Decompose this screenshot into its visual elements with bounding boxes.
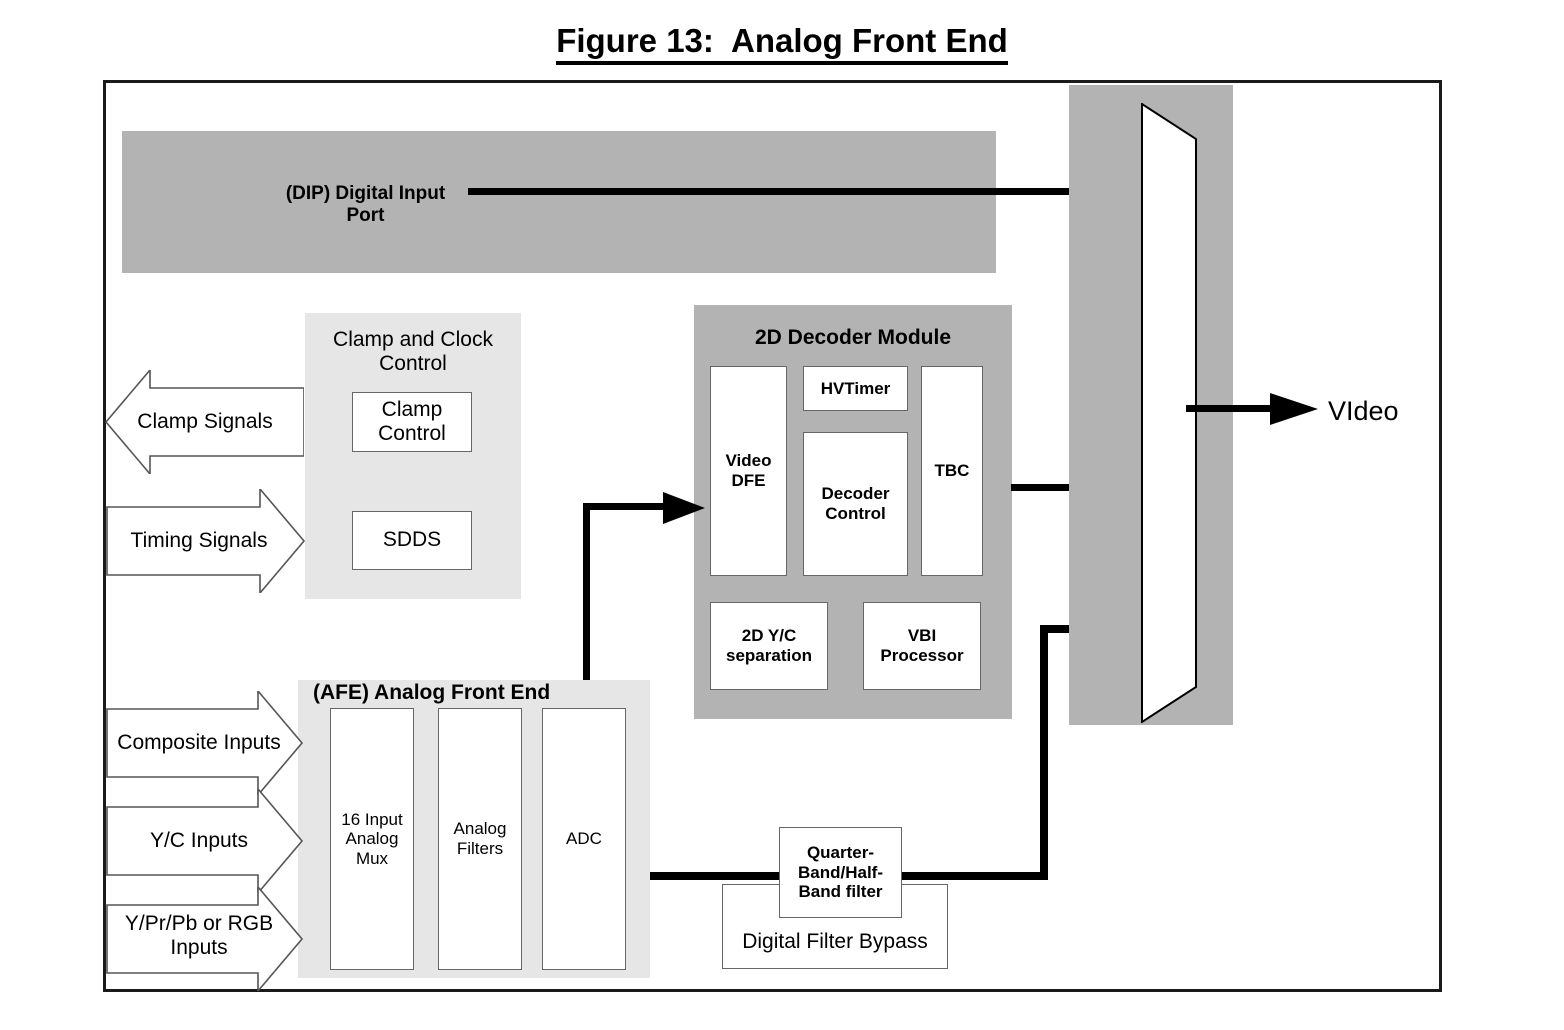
video-dfe-line2: DFE: [731, 471, 766, 490]
mux-output-wire: [1186, 405, 1286, 412]
vbi-processor-line1: VBI: [907, 626, 937, 646]
analog-filters-block: Analog Filters: [438, 708, 522, 970]
vbi-processor-line2: Processor: [880, 646, 964, 665]
timing-signals-arrow: [106, 489, 306, 593]
yc-separation-block: 2D Y/C separation: [710, 602, 828, 690]
ypbpr-rgb-inputs-label: Y/Pr/Pb or RGB Inputs: [104, 908, 294, 964]
filter-to-mux-horizontal-lower-wire: [902, 872, 1048, 880]
analog-mux-line2: Analog: [345, 829, 399, 849]
dip-to-mux-wire: [468, 188, 1116, 195]
dip-block: [122, 131, 996, 273]
analog-mux-block: 16 Input Analog Mux: [330, 708, 414, 970]
qb-hb-filter-line3: Band filter: [798, 882, 883, 902]
qb-hb-filter-line2: Band/Half-: [798, 862, 883, 882]
hvtimer-block: HVTimer: [803, 366, 908, 411]
clamp-signals-label: Clamp Signals: [137, 409, 273, 433]
adc-block: ADC: [542, 708, 626, 970]
clamp-clock-title-line2: Control: [379, 352, 447, 375]
qb-hb-filter-line1: Quarter-: [806, 843, 875, 863]
decoder-control-line1: Decoder: [821, 484, 890, 504]
decoder-control-block: Decoder Control: [803, 432, 908, 576]
digital-filter-bypass-label: Digital Filter Bypass: [742, 929, 928, 953]
analog-filters-line1: Analog: [453, 819, 507, 839]
sdds-block: SDDS: [352, 511, 472, 570]
clamp-clock-title-line1: Clamp and Clock: [333, 327, 493, 351]
sdds-label: SDDS: [382, 528, 442, 552]
adc-to-dfe-arrowhead: [663, 492, 705, 524]
clamp-control-line2: Control: [378, 422, 446, 445]
filter-to-mux-vertical-wire: [1040, 625, 1048, 880]
mux-output-arrowhead: [1270, 393, 1318, 425]
video-output-label: VIdeo: [1328, 396, 1399, 427]
tbc-to-mux-wire: [1011, 484, 1116, 491]
decoder-module-title: 2D Decoder Module: [754, 325, 952, 349]
clamp-clock-control-title: Clamp and Clock Control: [310, 327, 516, 377]
output-mux-shape: [1141, 103, 1197, 723]
figure-title: Figure 13: Analog Front End: [0, 22, 1564, 65]
afe-title: (AFE) Analog Front End: [313, 680, 551, 704]
adc-to-dfe-vertical-wire: [583, 503, 590, 719]
clamp-control-line1: Clamp: [381, 397, 443, 421]
dip-label-line1: (DIP) Digital Input: [285, 183, 446, 205]
analog-mux-line3: Mux: [355, 848, 389, 868]
video-dfe-block: Video DFE: [710, 366, 787, 576]
yc-inputs-label: Y/C Inputs: [149, 828, 249, 852]
tbc-block: TBC: [921, 366, 983, 576]
figure-title-text: Figure 13: Analog Front End: [556, 22, 1008, 65]
analog-mux-line1: 16 Input: [341, 809, 403, 829]
yc-separation-line1: 2D Y/C: [741, 626, 797, 646]
quarter-half-band-filter-block: Quarter- Band/Half- Band filter: [779, 827, 902, 918]
adc-label: ADC: [566, 829, 602, 849]
yc-separation-line2: separation: [726, 646, 812, 665]
ypbpr-rgb-inputs-arrow: [106, 887, 304, 991]
ypbpr-rgb-line2: Inputs: [170, 936, 228, 959]
analog-filters-line2: Filters: [456, 839, 504, 858]
tbc-label: TBC: [934, 461, 970, 481]
dip-label-line2: Port: [346, 205, 385, 226]
timing-signals-label: Timing Signals: [130, 528, 268, 552]
clamp-control-block: Clamp Control: [352, 392, 472, 452]
dip-label: (DIP) Digital Input Port: [248, 176, 483, 234]
yc-inputs-arrow: [106, 789, 304, 893]
composite-inputs-arrow: [106, 691, 304, 795]
hvtimer-label: HVTimer: [820, 378, 891, 398]
vbi-processor-block: VBI Processor: [863, 602, 981, 690]
decoder-control-line2: Control: [825, 504, 886, 523]
clamp-signals-arrow: [104, 370, 304, 474]
composite-inputs-label: Composite Inputs: [117, 730, 281, 754]
video-dfe-line1: Video: [725, 451, 772, 471]
ypbpr-rgb-line1: Y/Pr/Pb or RGB: [124, 911, 274, 935]
adc-to-dfe-horizontal-wire: [583, 503, 677, 510]
